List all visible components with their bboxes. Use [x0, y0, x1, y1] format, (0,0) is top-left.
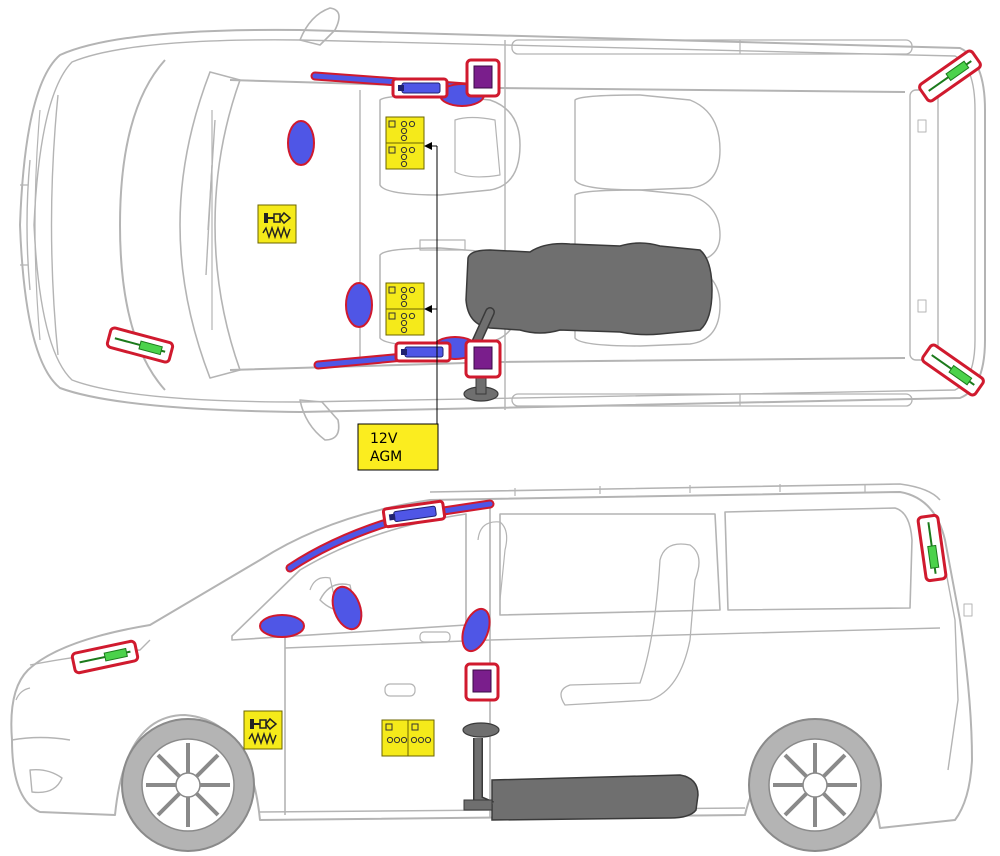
gas-strut-icon [921, 343, 985, 397]
side-airbags-side [259, 585, 491, 653]
callout-line-2: AGM [370, 449, 402, 465]
battery-icon [381, 719, 435, 757]
sensor-icon [464, 662, 500, 702]
side-view-vehicle [10, 483, 973, 829]
battery-icon [385, 116, 425, 170]
fuel-tank-top [463, 242, 713, 402]
battery-callout: 12V AGM [357, 142, 439, 471]
inflator-icon [381, 499, 447, 529]
callout-line-1: 12V [370, 431, 398, 447]
sensor-icon [465, 58, 501, 98]
battery-icon [385, 282, 425, 336]
gas-strut-icon [105, 326, 175, 364]
heater-icon [243, 710, 283, 750]
sensor-icon [464, 339, 502, 379]
gas-strut-icon [916, 513, 948, 583]
passenger-airbag-top [345, 282, 373, 328]
fuel-tank-side [462, 722, 699, 821]
gas-strut-icon [70, 639, 140, 675]
gas-strut-icon [918, 49, 982, 103]
rear-wheel [748, 718, 882, 852]
top-view-wipers [205, 119, 216, 276]
top-view-vehicle [19, 7, 986, 441]
inflator-icon [394, 341, 452, 363]
front-wheel [121, 718, 255, 852]
heater-icon [257, 204, 297, 244]
inflator-icon [391, 77, 449, 99]
driver-airbag-top [287, 120, 315, 166]
